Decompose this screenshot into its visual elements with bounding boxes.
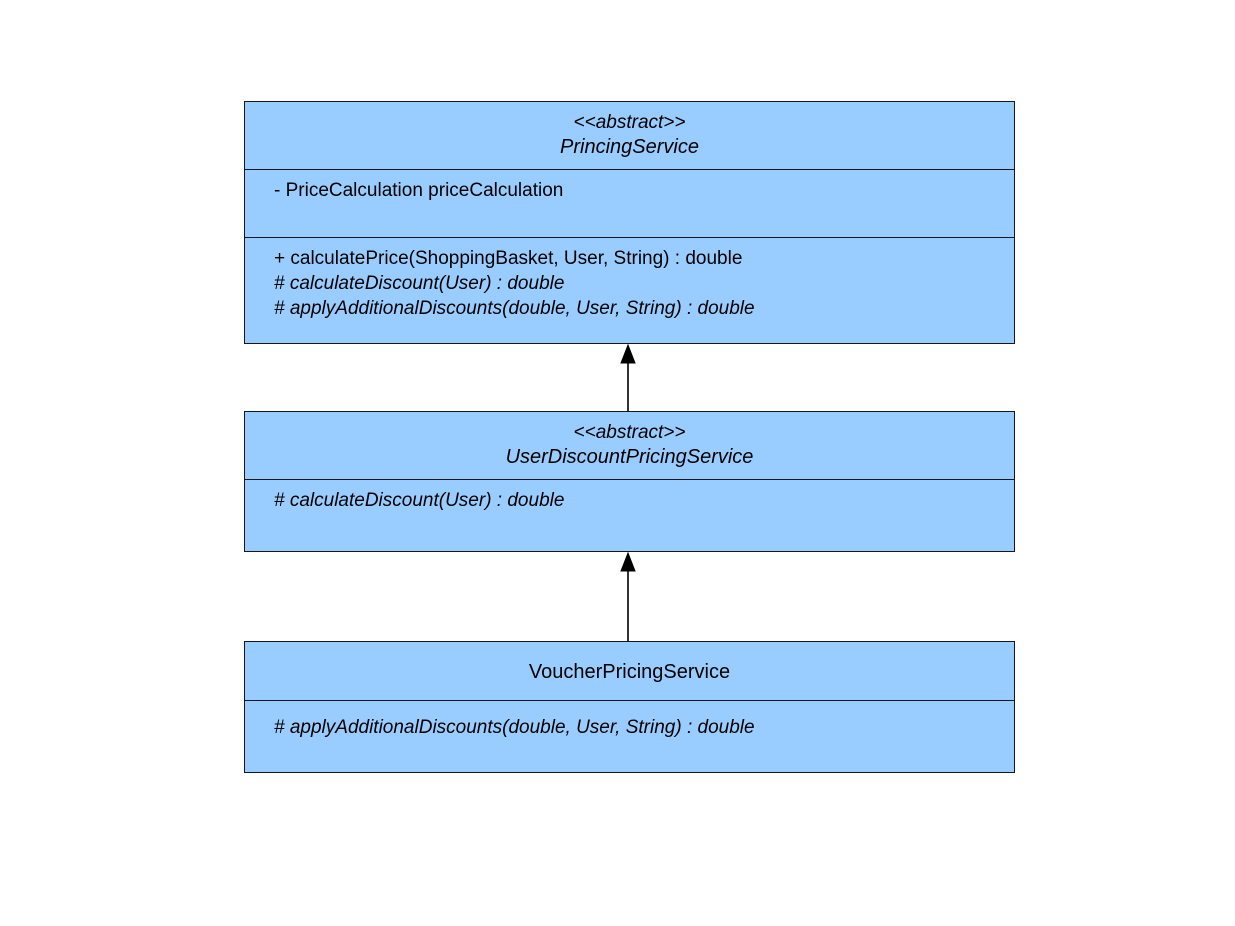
class-header-user-discount-pricing-service: <<abstract>> UserDiscountPricingService — [245, 412, 1014, 479]
class-methods-princing-service: + calculatePrice(ShoppingBasket, User, S… — [245, 237, 1014, 343]
class-name: PrincingService — [560, 136, 699, 158]
uml-class-princing-service[interactable]: <<abstract>> PrincingService - PriceCalc… — [244, 101, 1015, 344]
uml-class-voucher-pricing-service[interactable]: VoucherPricingService # applyAdditionalD… — [244, 641, 1015, 773]
method-row: # applyAdditionalDiscounts(double, User,… — [274, 298, 755, 319]
method-row: # applyAdditionalDiscounts(double, User,… — [274, 717, 755, 738]
attribute-row: - PriceCalculation priceCalculation — [274, 180, 564, 201]
method-row: # calculateDiscount(User) : double — [274, 273, 565, 294]
class-name: VoucherPricingService — [528, 661, 731, 683]
class-stereotype: <<abstract>> — [573, 112, 686, 133]
class-header-princing-service: <<abstract>> PrincingService — [245, 102, 1014, 169]
class-header-voucher-pricing-service: VoucherPricingService — [245, 642, 1014, 700]
class-methods-voucher-pricing-service: # applyAdditionalDiscounts(double, User,… — [245, 700, 1014, 772]
method-row: + calculatePrice(ShoppingBasket, User, S… — [274, 248, 743, 269]
uml-class-user-discount-pricing-service[interactable]: <<abstract>> UserDiscountPricingService … — [244, 411, 1015, 552]
class-name: UserDiscountPricingService — [505, 446, 754, 468]
class-stereotype: <<abstract>> — [573, 422, 686, 443]
method-row: # calculateDiscount(User) : double — [274, 490, 565, 511]
generalization-arrow-voucher-to-user-discount — [618, 551, 638, 642]
generalization-arrow-user-discount-to-princing — [618, 343, 638, 412]
class-methods-user-discount-pricing-service: # calculateDiscount(User) : double — [245, 479, 1014, 551]
class-attributes-princing-service: - PriceCalculation priceCalculation — [245, 169, 1014, 237]
